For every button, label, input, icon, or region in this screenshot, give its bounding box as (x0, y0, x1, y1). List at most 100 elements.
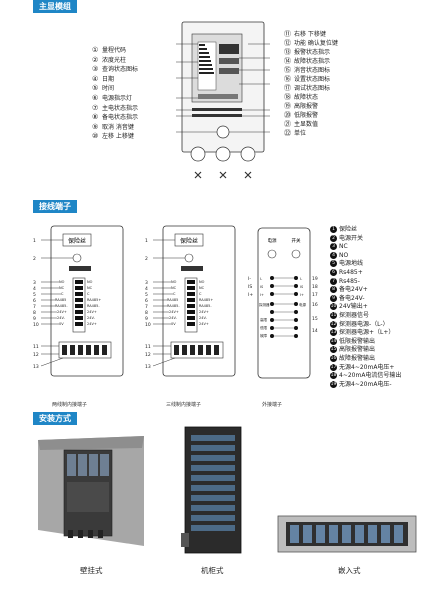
legend-number: ⑤ (92, 84, 99, 93)
svg-text:C: C (199, 292, 202, 296)
svg-text:电源: 电源 (268, 237, 277, 244)
svg-text:8: 8 (33, 310, 36, 316)
svg-text:4: 4 (145, 286, 148, 292)
svg-text:24V-: 24V- (199, 316, 208, 320)
svg-text:24V-: 24V- (169, 316, 178, 320)
legend-text: Rs485+ (339, 269, 363, 276)
svg-text:RA485+: RA485+ (87, 298, 101, 302)
legend-text: 电源地线 (339, 260, 364, 268)
legend-text: 无源4~20mA电压- (339, 380, 392, 388)
svg-text:保险丝: 保险丝 (180, 237, 198, 245)
legend-number: ⑪ (284, 30, 291, 38)
svg-text:I-: I- (260, 277, 263, 281)
svg-text:9: 9 (33, 316, 36, 322)
svg-text:18: 18 (312, 284, 318, 290)
legend-text: 消音状态图标 (294, 67, 331, 74)
wiring-caption-1: 两线制内接端子 (52, 402, 88, 408)
legend-text: 探测器电源-（L-） (339, 320, 389, 328)
svg-text:10: 10 (145, 322, 151, 328)
legend-text: 故障状态 (294, 94, 319, 101)
svg-text:IS: IS (260, 285, 264, 289)
svg-text:2: 2 (145, 256, 148, 262)
legend-number: ⑨ (92, 122, 99, 131)
legend-text: 设置状态图标 (294, 76, 331, 83)
svg-text:IS: IS (248, 284, 252, 290)
legend-number: 14 (330, 337, 337, 345)
legend-number: ⑯ (284, 75, 291, 83)
legend-number: 8 (330, 286, 337, 294)
install-caption-embedded: 嵌入式 (338, 566, 361, 575)
legend-text: NC (339, 243, 348, 251)
legend-number: ④ (92, 74, 99, 83)
legend-text: 电源开关 (339, 234, 364, 242)
svg-text:15: 15 (312, 316, 318, 322)
svg-text:NO: NO (59, 280, 65, 284)
legend-text: 浓度光柱 (102, 56, 127, 64)
legend-number: 11 (330, 312, 337, 319)
svg-text:RA485: RA485 (55, 298, 66, 302)
svg-text:NO: NO (199, 280, 205, 284)
legend-text: 单位 (294, 130, 307, 137)
svg-text:0V: 0V (59, 322, 64, 326)
legend-text: Rs485- (339, 277, 360, 285)
svg-text:12: 12 (145, 352, 151, 358)
svg-text:IS: IS (300, 285, 304, 289)
legend-text: 故障状态指示 (294, 58, 331, 65)
svg-text:低限: 低限 (260, 325, 268, 330)
legend-number: 4 (330, 251, 337, 259)
legend-text: 报警状态指示 (294, 49, 331, 56)
legend-text: 查询状态图标 (102, 66, 139, 74)
legend-text: 右移 下移键 (294, 31, 326, 38)
legend-text: 日期 (102, 75, 115, 83)
svg-text:C: C (87, 292, 90, 296)
svg-text:13: 13 (33, 364, 39, 370)
svg-text:24V+: 24V+ (199, 322, 209, 326)
legend-text: 低限报警输出 (339, 337, 376, 345)
legend-number: 15 (330, 346, 337, 354)
legend-number: 16 (330, 355, 337, 362)
legend-number: 13 (330, 329, 337, 337)
svg-text:10: 10 (33, 322, 39, 328)
embedded-mount-illustration (277, 515, 417, 553)
svg-text:14: 14 (312, 328, 318, 334)
legend-text: 保险丝 (339, 226, 358, 233)
svg-text:24V-: 24V- (57, 316, 66, 320)
svg-text:RA485-: RA485- (87, 304, 100, 308)
svg-text:NO: NO (171, 280, 177, 284)
legend-number: ⑬ (284, 48, 291, 56)
legend-text: 24V输出+ (339, 303, 368, 311)
wiring-caption-2: 三线制内接端子 (166, 402, 202, 408)
svg-text:I+: I+ (260, 293, 264, 297)
svg-text:19: 19 (312, 276, 318, 282)
install-caption-wall: 壁挂式 (80, 566, 103, 575)
legend-number: 18 (330, 372, 337, 380)
svg-text:探测器: 探测器 (259, 302, 270, 307)
svg-text:24V+: 24V+ (199, 310, 209, 314)
legend-number: 1 (330, 226, 337, 233)
svg-text:9: 9 (145, 316, 148, 322)
legend-text: 高限报警 (294, 103, 319, 110)
svg-text:RA485: RA485 (167, 298, 178, 302)
main-panel-diagram (176, 21, 270, 179)
svg-text:2: 2 (33, 256, 36, 262)
wiring-caption-3: 外接端子 (262, 402, 283, 408)
install-caption-cabinet: 机柜式 (201, 566, 224, 575)
